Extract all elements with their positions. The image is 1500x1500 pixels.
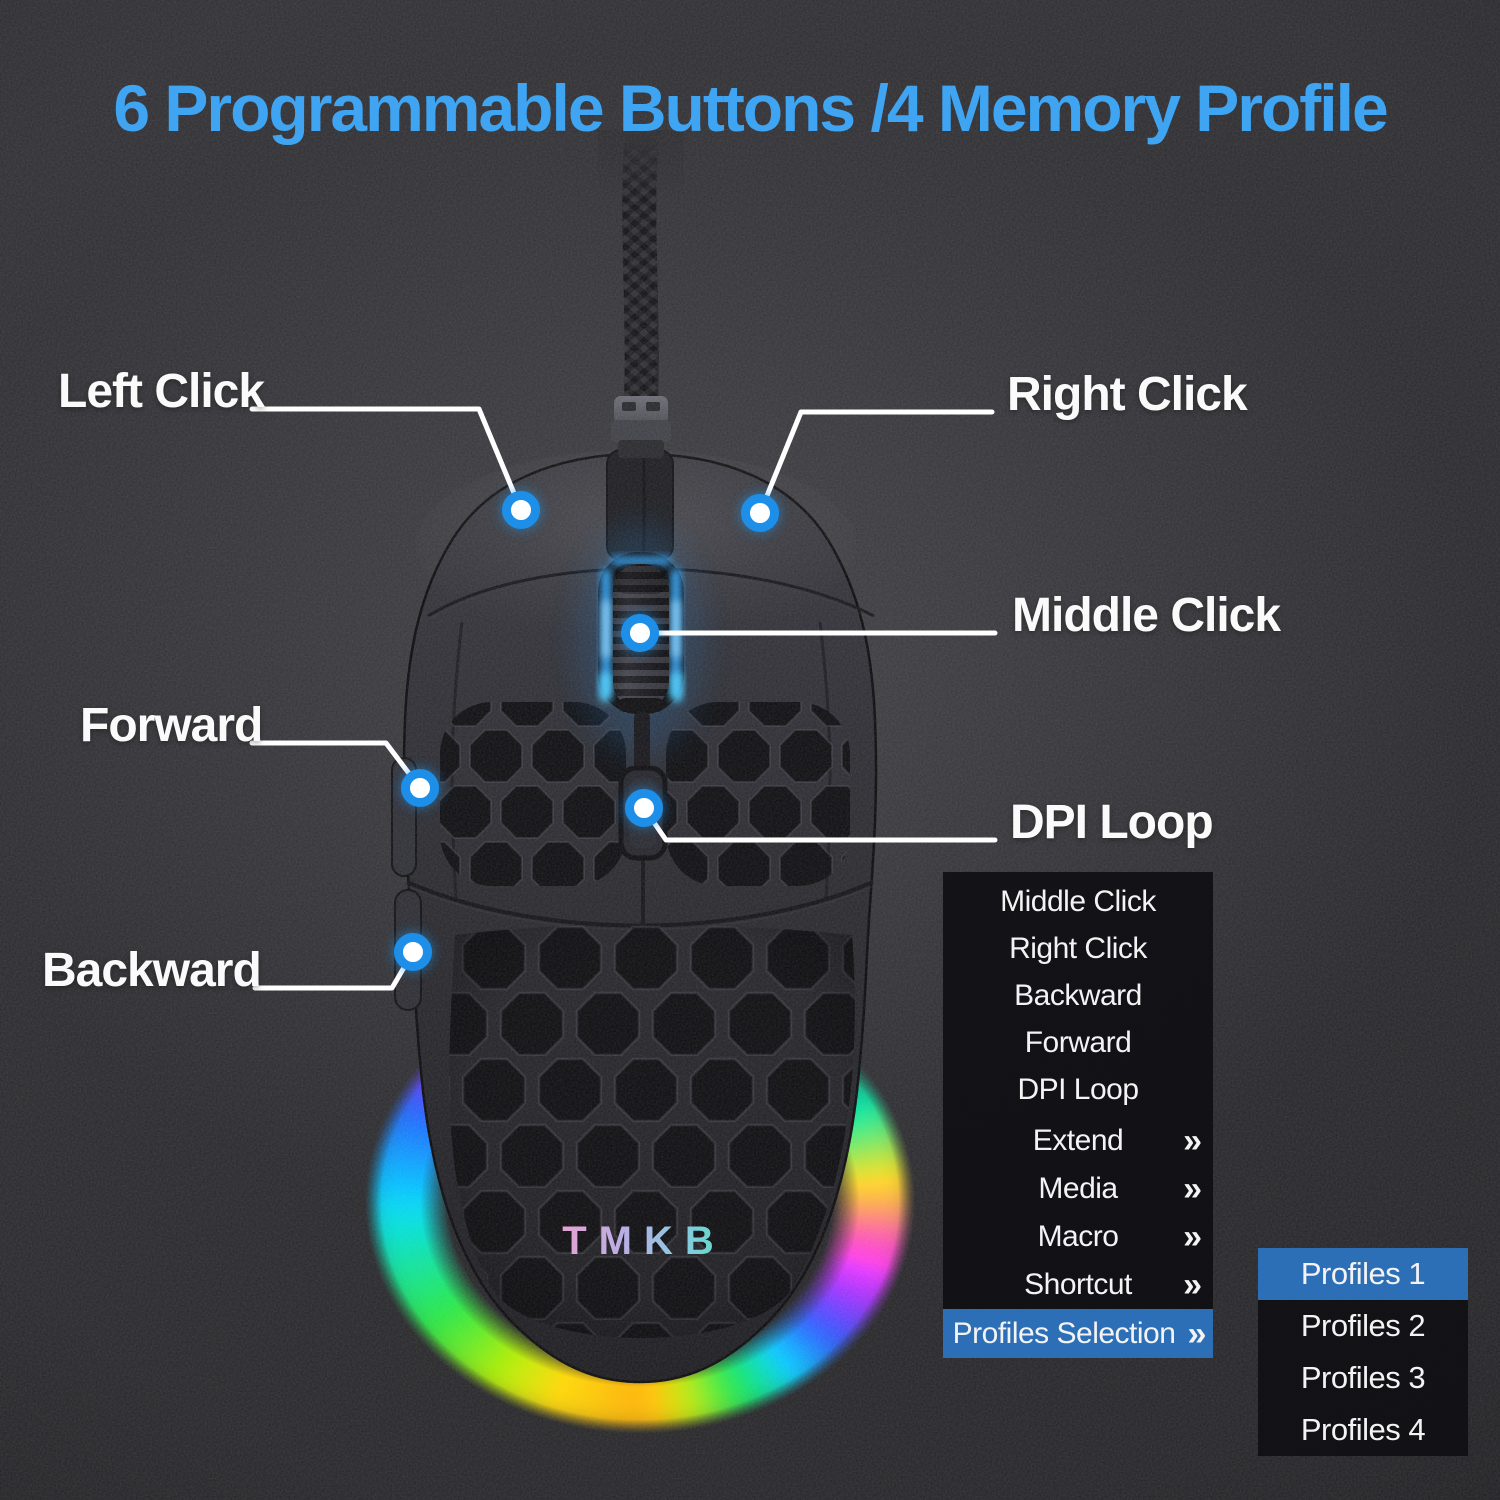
right-click-marker — [741, 494, 779, 532]
menu-item-label: Media — [1038, 1172, 1118, 1205]
menu-item-right-click[interactable]: Right Click — [943, 925, 1213, 972]
submenu-arrow-icon: » — [1183, 1122, 1202, 1160]
label-middle-click: Middle Click — [1012, 589, 1281, 642]
submenu-arrow-icon: » — [1183, 1266, 1202, 1304]
submenu-arrow-icon: » — [1183, 1218, 1202, 1256]
submenu-item-profiles-4[interactable]: Profiles 4 — [1300, 1412, 1426, 1447]
menu-item-media[interactable]: Media » — [943, 1165, 1213, 1213]
menu-item-profiles-selection[interactable]: Profiles Selection » — [943, 1309, 1213, 1358]
menu-item-middle-click[interactable]: Middle Click — [943, 878, 1213, 925]
cable-connector — [611, 396, 671, 458]
menu-item-macro[interactable]: Macro » — [943, 1213, 1213, 1261]
label-forward: Forward — [80, 699, 263, 752]
backward-marker — [394, 933, 432, 971]
menu-item-label: Macro — [1037, 1220, 1119, 1253]
menu-item-label: Profiles Selection — [952, 1316, 1176, 1350]
braided-cable — [598, 130, 684, 419]
brand-logo: TMKB — [562, 1219, 726, 1263]
menu-item-shortcut[interactable]: Shortcut » — [943, 1261, 1213, 1309]
label-dpi-loop: DPI Loop — [1010, 796, 1214, 849]
submenu-item-profiles-2[interactable]: Profiles 2 — [1300, 1308, 1426, 1343]
menu-item-label: Extend — [1032, 1124, 1124, 1157]
menu-item-label: Middle Click — [1000, 884, 1156, 918]
left-click-marker — [502, 491, 540, 529]
menu-item-label: DPI Loop — [1017, 1072, 1139, 1106]
menu-item-forward[interactable]: Forward — [943, 1019, 1213, 1066]
submenu-arrow-icon: » — [1183, 1170, 1202, 1208]
binding-menu: Middle Click Right Click Backward Forwar… — [943, 872, 1213, 1358]
page-title: 6 Programmable Buttons /4 Memory Profile — [113, 71, 1388, 145]
label-left-click: Left Click — [58, 365, 265, 418]
submenu-arrow-icon: » — [1187, 1314, 1206, 1353]
menu-item-label: Shortcut — [1024, 1268, 1132, 1301]
menu-item-label: Backward — [1014, 978, 1142, 1012]
menu-item-extend[interactable]: Extend » — [943, 1117, 1213, 1165]
menu-item-backward[interactable]: Backward — [943, 972, 1213, 1019]
submenu-item-profiles-3[interactable]: Profiles 3 — [1300, 1360, 1426, 1395]
menu-item-label: Right Click — [1009, 931, 1147, 965]
middle-click-marker — [621, 614, 659, 652]
label-right-click: Right Click — [1007, 368, 1248, 421]
dpi-marker — [625, 789, 663, 827]
label-backward: Backward — [42, 944, 262, 997]
submenu-item-profiles-1[interactable]: Profiles 1 — [1258, 1248, 1468, 1300]
menu-item-dpi-loop[interactable]: DPI Loop — [943, 1066, 1213, 1113]
profiles-submenu: Profiles 1 Profiles 2 Profiles 3 Profile… — [1258, 1248, 1468, 1456]
menu-item-label: Forward — [1024, 1025, 1132, 1059]
forward-marker — [401, 769, 439, 807]
